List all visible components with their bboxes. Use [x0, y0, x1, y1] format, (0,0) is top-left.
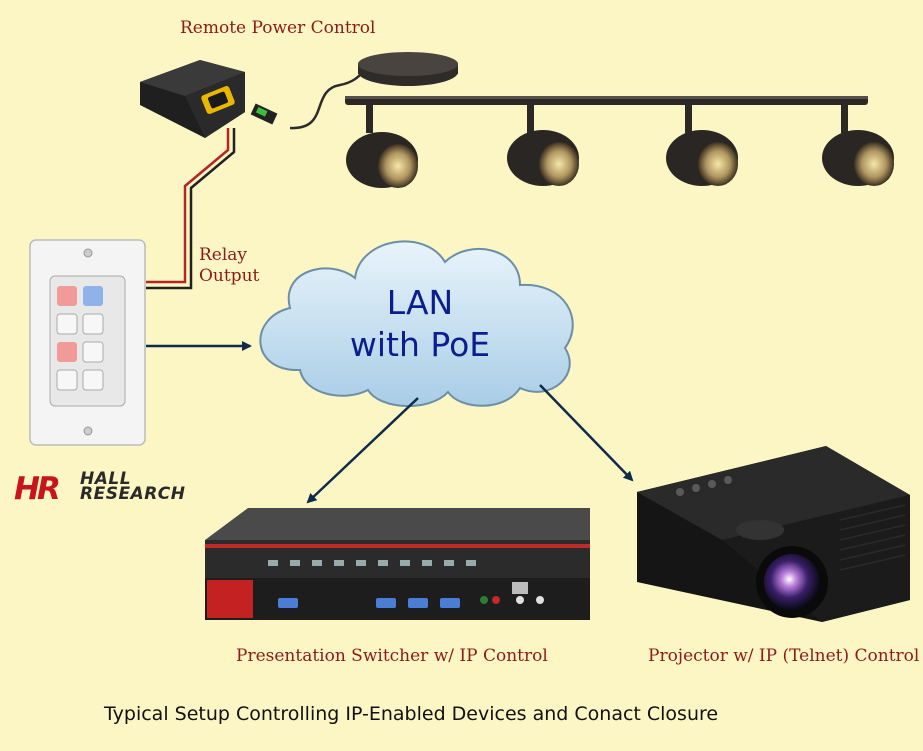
logo-line1: HALL	[80, 469, 132, 489]
projector-device	[637, 446, 910, 622]
remote-power-control-device	[140, 60, 278, 138]
hdmi1-button-icon	[57, 342, 77, 362]
cloud-label-line1: LAN	[386, 283, 454, 322]
arrow-lan-to-switcher	[306, 397, 419, 504]
logo-line2: RESEARCH	[80, 484, 186, 504]
projector-label: Projector w/ IP (Telnet) Control	[648, 646, 920, 666]
arrow-lan-to-projector	[539, 384, 634, 482]
spotlight	[346, 105, 418, 188]
presentation-switcher-label: Presentation Switcher w/ IP Control	[236, 646, 548, 666]
wifi-button-icon	[82, 369, 104, 391]
diagram-caption: Typical Setup Controlling IP-Enabled Dev…	[104, 703, 719, 725]
cloud-label-line2: with PoE	[349, 325, 491, 364]
track-lighting	[345, 52, 894, 188]
relay-output-label: Relay Output	[199, 245, 259, 287]
volume-down-icon	[82, 313, 104, 335]
lan-cloud	[259, 240, 574, 408]
wall-keypad-device	[29, 239, 146, 446]
volume-up-icon	[56, 313, 78, 335]
spotlight	[666, 105, 738, 186]
pc-button-icon	[56, 369, 78, 391]
relay-output-line1: Relay	[199, 245, 248, 265]
power-button-icon	[57, 286, 77, 306]
relay-wires	[146, 128, 236, 290]
power-cord	[289, 69, 366, 130]
hdmi2-button-icon	[82, 341, 104, 363]
network-arrows	[146, 341, 634, 504]
spotlight	[507, 105, 579, 186]
hall-research-logo-text: HALL RESEARCH	[80, 469, 186, 504]
spotlight	[822, 105, 894, 186]
relay-output-line2: Output	[199, 266, 260, 286]
cloud-label: LAN with PoE	[335, 282, 505, 366]
remote-power-control-label: Remote Power Control	[180, 18, 376, 38]
presentation-switcher-device	[205, 508, 590, 620]
hall-research-logo-mark: HR	[14, 471, 61, 507]
audio-button-icon	[83, 286, 103, 306]
